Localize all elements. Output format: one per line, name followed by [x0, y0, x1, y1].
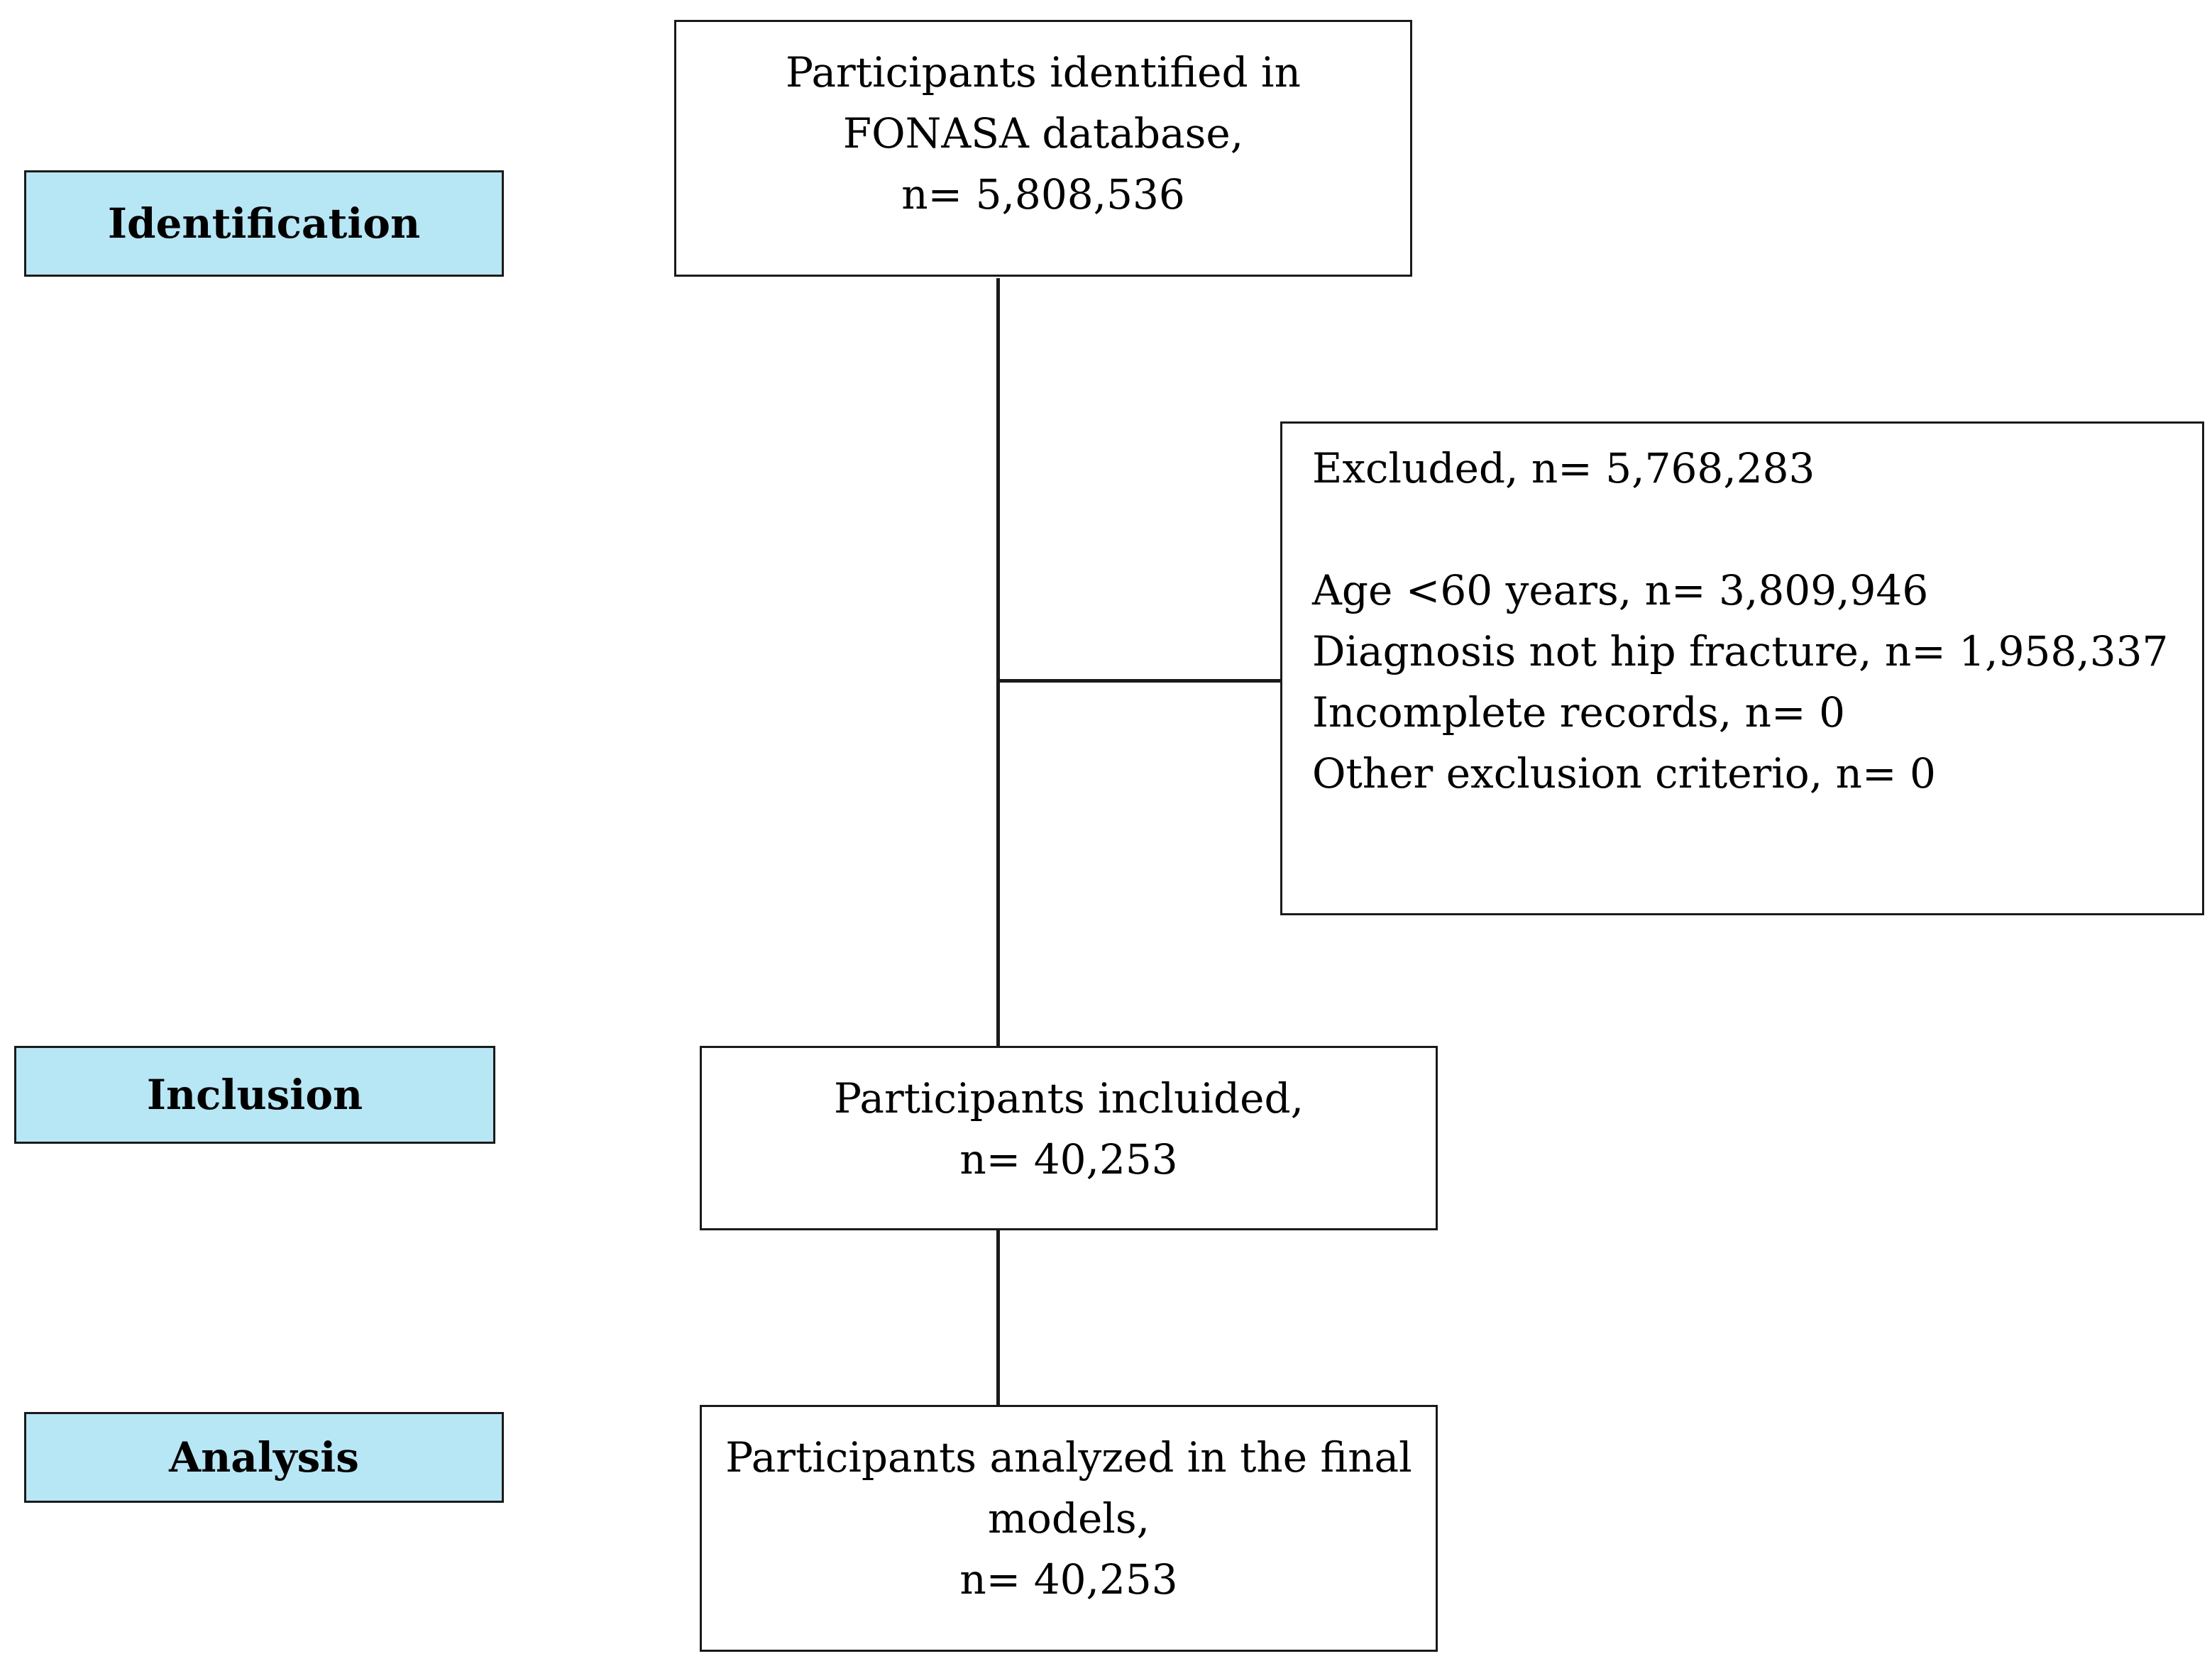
analyzed-box: Participants analyzed in the final model…: [700, 1405, 1438, 1652]
stage-label-analysis-text: Analysis: [169, 1433, 359, 1482]
included-line-1: Participants incluided,: [833, 1074, 1304, 1122]
identified-count: n= 5,808,536: [901, 170, 1185, 219]
excluded-spacer: [1312, 499, 2174, 560]
stage-label-inclusion-text: Inclusion: [146, 1071, 363, 1119]
excluded-reason: Incomplete records, n= 0: [1312, 688, 1845, 737]
excluded-reason: Other exclusion criterio, n= 0: [1312, 749, 1936, 798]
stage-label-identification: Identification: [24, 170, 504, 277]
analyzed-line-2: models,: [987, 1494, 1150, 1543]
excluded-box: Excluded, n= 5,768,283 Age <60 years, n=…: [1280, 421, 2204, 915]
included-count: n= 40,253: [959, 1135, 1178, 1184]
excluded-title: Excluded, n= 5,768,283: [1312, 444, 1815, 492]
analyzed-line-1: Participants analyzed in the final: [725, 1433, 1412, 1482]
connector-identified-to-included: [996, 278, 1000, 1047]
identified-line-1: Participants identified in: [786, 48, 1301, 96]
stage-label-identification-text: Identification: [107, 199, 421, 248]
stage-label-inclusion: Inclusion: [14, 1046, 495, 1144]
identified-box: Participants identified in FONASA databa…: [674, 20, 1412, 277]
excluded-reason: Age <60 years, n= 3,809,946: [1312, 566, 1929, 614]
included-box: Participants incluided, n= 40,253: [700, 1046, 1438, 1230]
excluded-reason: Diagnosis not hip fracture, n= 1,958,337: [1312, 627, 2169, 675]
connector-included-to-analyzed: [996, 1229, 1000, 1406]
analyzed-count: n= 40,253: [959, 1555, 1178, 1604]
connector-branch-to-excluded: [996, 679, 1282, 683]
stage-label-analysis: Analysis: [24, 1412, 504, 1503]
identified-line-2: FONASA database,: [842, 109, 1244, 158]
